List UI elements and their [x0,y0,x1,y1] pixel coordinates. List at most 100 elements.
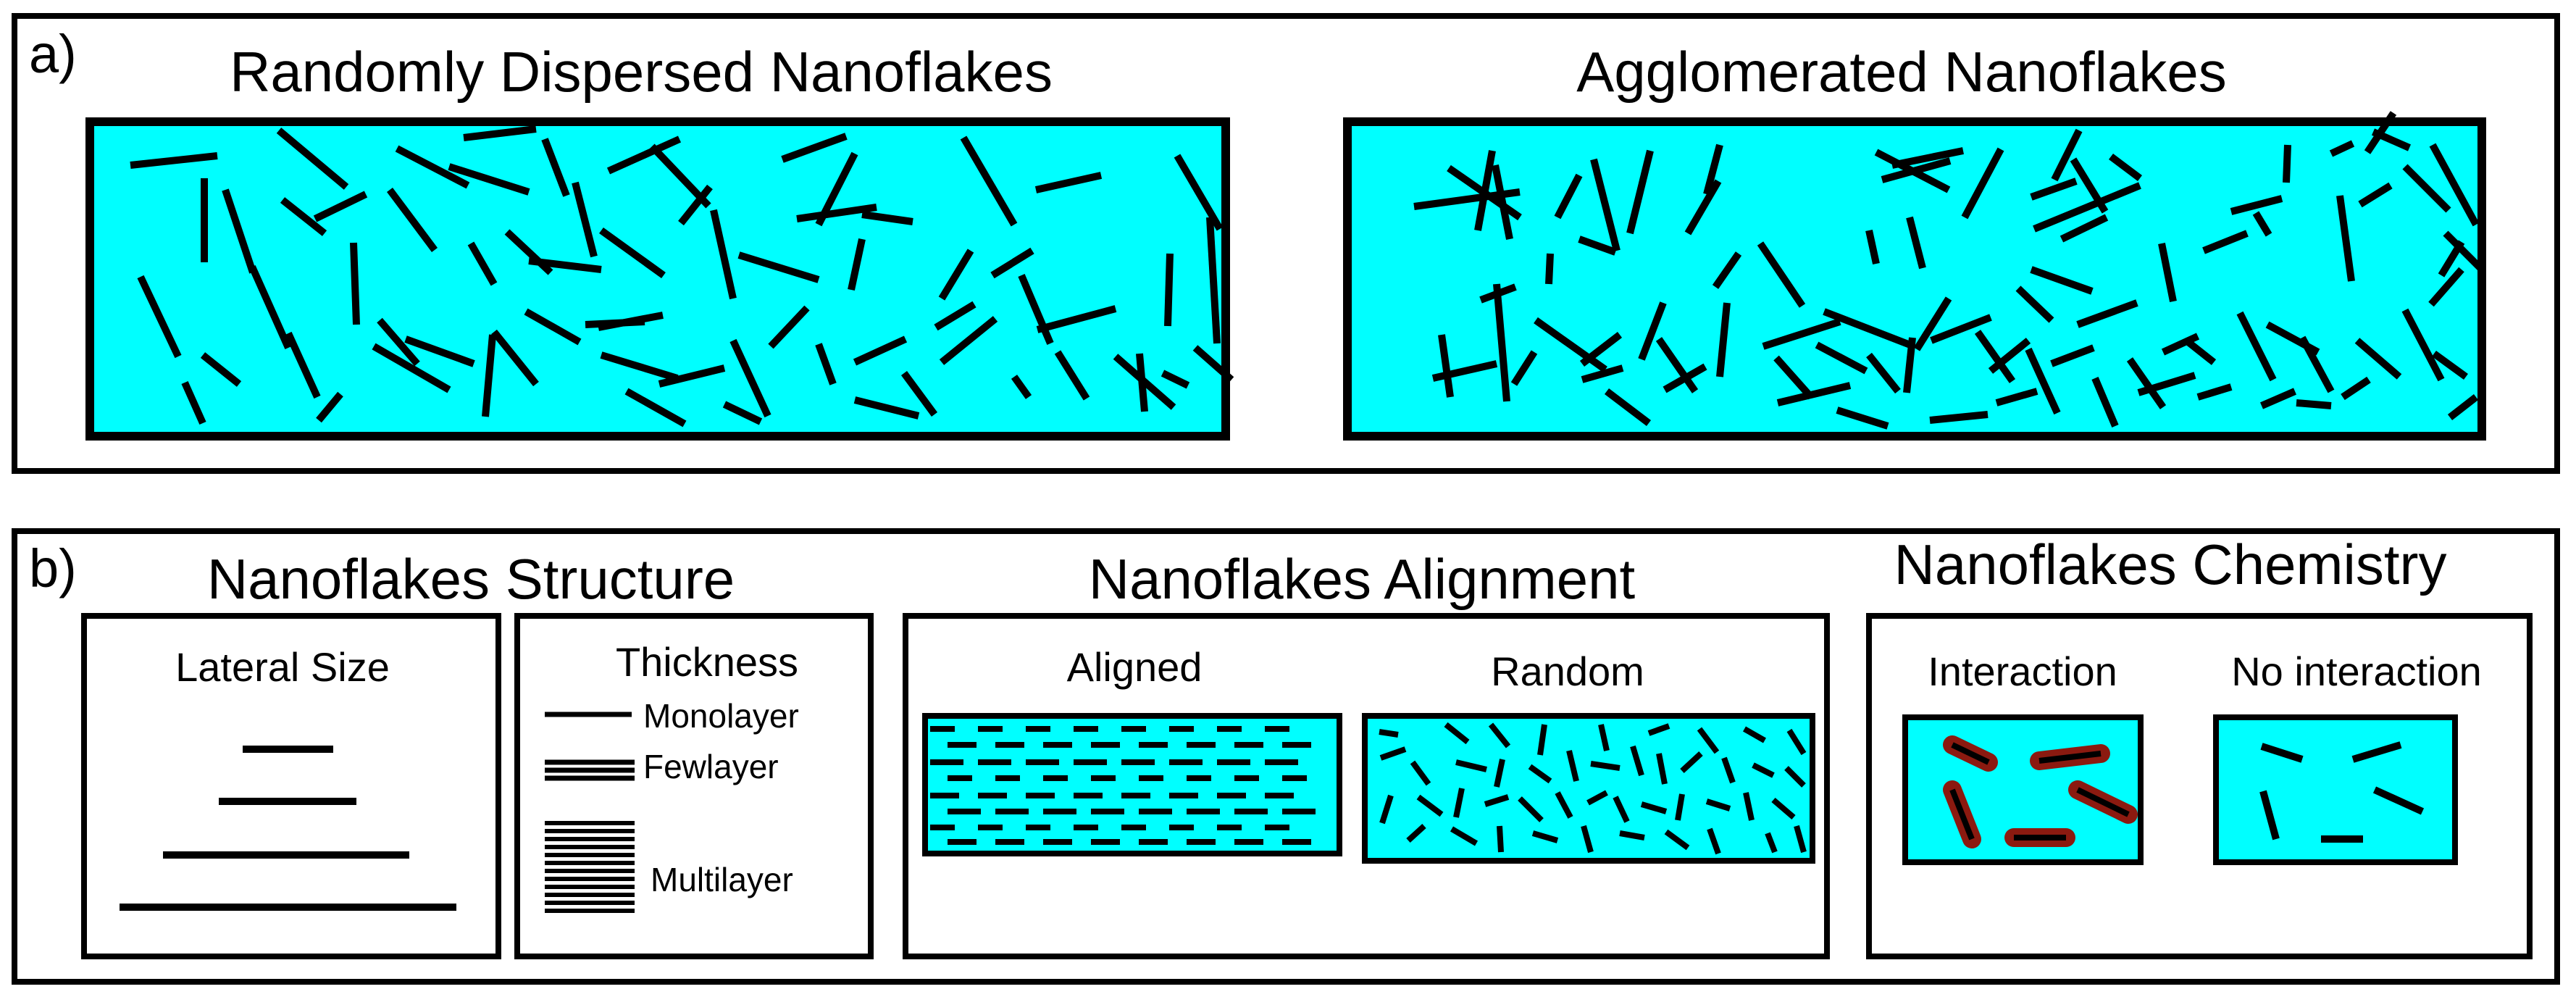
agglomerated-flake [2030,178,2078,201]
interaction-flake [2076,787,2130,817]
agglomerated-flake [2059,214,2109,243]
agglomerated-flake [2252,211,2272,237]
random-alignment-flake [1752,762,1775,778]
random-flake [1036,305,1117,333]
agglomerated-flake [1578,235,1617,256]
random-flake [1164,253,1174,327]
agglomerated-flake [1474,150,1496,231]
random-flake [1011,375,1032,399]
interaction-label: Interaction [1928,648,2117,694]
interaction-flake [2038,751,2102,764]
random-flake [404,335,475,367]
random-flake [768,305,810,349]
agglomerated-flake [2341,376,2371,401]
interaction-flake [1949,788,1975,840]
random-flake [781,133,848,163]
random-flake [467,241,498,286]
agglomerated-flake [2033,182,2141,233]
agglomerated-flake [2329,140,2355,157]
random-flake [350,242,360,325]
agglomerated-flake [1929,411,1989,424]
lateral-size-box [81,613,501,959]
aligned-flakes [930,726,1316,845]
agglomerated-flake [2296,399,2332,409]
random-flake [463,125,537,141]
random-flake [1018,274,1054,345]
agglomerated-flake [1865,229,1880,265]
random-alignment-flake [1497,825,1504,853]
random-alignment-flake [1630,745,1644,777]
alignment-title: Nanoflakes Alignment [1089,547,1636,611]
agglomerated-flake [1545,253,1554,285]
random-flake [722,401,763,425]
agglomerated-flake [1438,334,1454,398]
random-alignment-flake [1555,791,1573,819]
agglomerated-flake [1579,332,1623,367]
random-alignment-flake [1664,829,1690,851]
fewlayer-label: Fewlayer [643,748,779,785]
no-interaction-flake [2260,743,2304,763]
random-alignment-flake [1784,766,1806,788]
random-alignment-flake [1647,723,1670,736]
agglomerated-flake [2230,195,2283,215]
agglomerated-flake [2202,230,2249,254]
random-flake [572,181,598,258]
agglomerated-flake [2076,299,2138,328]
random-flake [313,191,368,222]
agglomeration-title: Agglomerated Nanoflakes [1576,40,2227,104]
random-flake [848,238,866,291]
thickness-label: Thickness [616,639,798,685]
agglomerated-flake [1604,388,1652,426]
random-flake [861,211,913,225]
random-alignment-flake [1494,759,1505,788]
random-dispersion-flakes [130,125,1234,427]
agglomerated-flake [1493,283,1510,402]
agglomerated-flake [1823,308,1915,350]
agglomerated-flake [1492,164,1513,240]
random-flake [395,145,470,189]
random-alignment-flake [1675,793,1685,821]
random-dispersion-box [85,117,1230,441]
multilayer-label: Multilayer [651,861,793,898]
random-alignment-flake [1518,796,1544,822]
agglomerated-flake [1974,330,2016,383]
random-flake [528,257,602,273]
random-alignment-flake [1484,794,1510,807]
random-alignment-flake [1379,729,1399,738]
random-alignment-flake [1379,746,1407,761]
random-flake [853,396,920,420]
agglomerated-flake [1510,350,1538,386]
random-alignment-flake [1453,788,1465,818]
random-alignment-flake [1410,760,1431,786]
agglomerated-flake [2109,154,2142,181]
random-flake [280,197,327,236]
random-flake [599,227,666,279]
random-flake [796,204,877,222]
random-alignment-flake [1416,794,1444,817]
agglomerated-flake [1988,338,2031,374]
random-alignment-flake [1743,792,1755,821]
agglomerated-flake [2025,347,2061,415]
agglomerated-flake [2401,308,2445,382]
random-flake [541,138,570,197]
agglomerated-flake [2358,182,2393,208]
random-alignment-flake [1566,750,1579,782]
random-flake [1192,345,1234,383]
panel-a: a) Randomly Dispersed Nanoflakes Agglome… [12,13,2560,474]
no-interaction-flake [2372,786,2425,815]
agglomerated-flake [1638,301,1667,361]
agglomerated-flake [2236,311,2277,382]
random-flake [606,135,682,175]
random-alignment-flake [1528,764,1552,784]
agglomerated-flake [1431,360,1498,382]
random-alignment-flake [1488,722,1511,748]
random-flake [598,312,664,331]
random-alignment-flake [1771,797,1796,820]
random-flake [377,317,420,367]
agglomerated-flake [2429,143,2480,227]
random-flake [1161,370,1190,389]
random-flake [960,135,1018,227]
agglomerated-flake [1906,216,1926,270]
thickness-flakes [545,712,635,781]
random-flake [710,209,737,300]
